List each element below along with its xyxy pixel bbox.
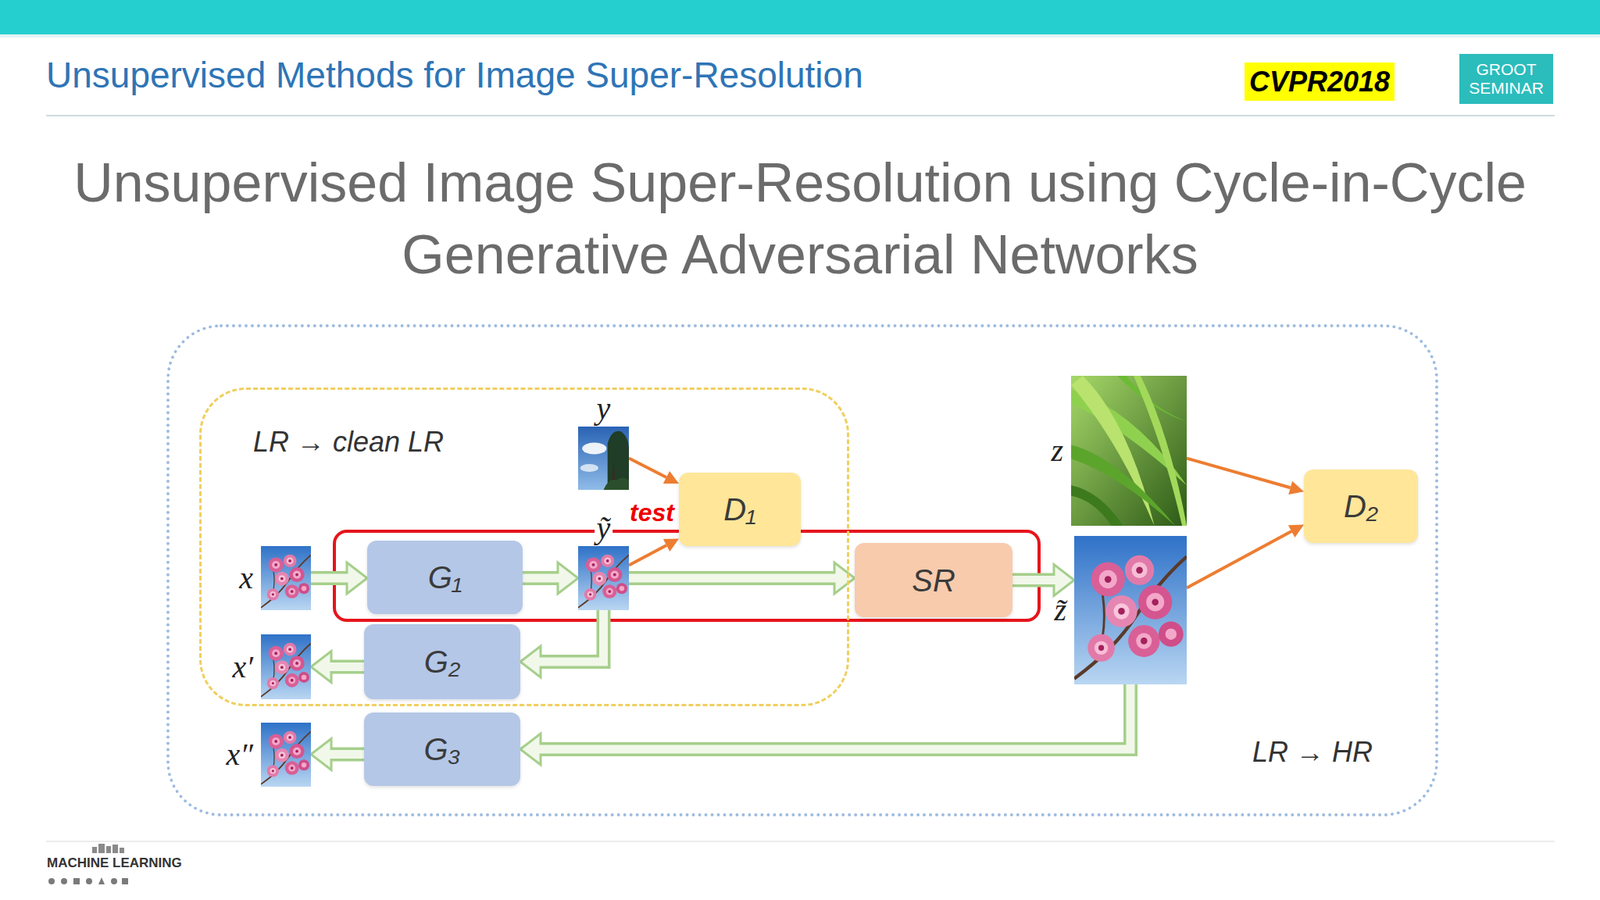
callout-label: test xyxy=(629,500,675,525)
thumbnail-art xyxy=(1074,535,1187,685)
flow-arrow xyxy=(520,684,1131,765)
variable-label: ỹ xyxy=(594,512,614,544)
arrow-shaft-inner xyxy=(538,684,1131,750)
arrow-shaft xyxy=(628,458,667,478)
arrow-head xyxy=(1288,481,1304,495)
top-bar-rule xyxy=(0,34,1600,38)
arrow-head xyxy=(1288,525,1304,538)
image-thumbnail: x′ xyxy=(260,634,311,700)
thumbnail-art xyxy=(578,426,629,490)
arrow-head xyxy=(557,562,579,594)
block-label: G₁ xyxy=(428,560,463,595)
block-label: D₂ xyxy=(1343,489,1379,524)
thumbnail-art xyxy=(260,722,311,787)
variable-label: x′ xyxy=(232,651,254,683)
arrow-shaft xyxy=(540,610,604,662)
arrow-shaft-inner xyxy=(538,610,604,662)
region-label: LR → HR xyxy=(1252,736,1373,768)
arrow-head xyxy=(1053,564,1075,597)
arrow-shaft-inner xyxy=(328,662,365,672)
flow-arrow xyxy=(628,562,855,594)
flow-arrow xyxy=(310,651,365,683)
arrow-shaft xyxy=(1186,458,1291,489)
image-thumbnail: ỹ xyxy=(578,546,629,611)
image-thumbnail: z̃ xyxy=(1074,535,1187,685)
generator-box: G₂ xyxy=(364,624,521,700)
arrow-head xyxy=(310,651,332,683)
header-rule xyxy=(46,114,1555,117)
image-thumbnail: x xyxy=(260,546,311,611)
arrow-shaft-inner xyxy=(310,574,350,583)
conference-tag: CVPR2018 xyxy=(1244,62,1395,101)
header-title: Unsupervised Methods for Image Super-Res… xyxy=(46,54,864,97)
arrow-shaft-inner xyxy=(522,574,561,583)
flow-arrow xyxy=(522,562,579,594)
block-label: D₁ xyxy=(723,492,757,527)
block-label: G₃ xyxy=(424,732,461,767)
variable-label: z xyxy=(1050,435,1064,467)
arrow-shaft xyxy=(540,684,1131,750)
arrow-head xyxy=(834,562,855,594)
variable-label: x xyxy=(239,562,254,594)
arrow-head xyxy=(346,562,368,594)
block-label: G₂ xyxy=(424,644,461,679)
variable-label: z̃ xyxy=(1053,594,1067,626)
flow-arrow xyxy=(310,739,365,771)
discriminator-box: D₂ xyxy=(1303,469,1418,543)
arrow-shaft-inner xyxy=(628,574,837,583)
thumbnail-picture xyxy=(578,426,629,490)
image-thumbnail: y xyxy=(578,426,629,490)
flow-arrow xyxy=(310,562,368,594)
discriminator-box: D₁ xyxy=(678,472,801,547)
thumbnail-picture xyxy=(578,546,629,611)
generator-box: G₁ xyxy=(367,540,523,615)
arrow-head xyxy=(663,471,679,484)
thumbnail-art xyxy=(1071,375,1187,526)
image-thumbnail: z xyxy=(1071,375,1187,526)
thumbnail-picture xyxy=(260,722,311,787)
region-label: LR → clean LR xyxy=(253,426,444,458)
footer-rule xyxy=(46,840,1555,843)
arrow-shaft-inner xyxy=(328,750,365,759)
sr-box: SR xyxy=(854,542,1013,618)
arrow-head xyxy=(520,733,541,765)
badge-label: GROOT SEMINAR xyxy=(1464,60,1549,98)
variable-label: x″ xyxy=(226,739,254,771)
stage-region: yD₁ x G₁ ỹ x′ G₂ LR → clean LR xyxy=(199,387,850,707)
arrow-head xyxy=(663,539,679,552)
arrow-head xyxy=(310,739,332,771)
arrow-shaft-inner xyxy=(1012,575,1057,585)
thumbnail-picture xyxy=(260,546,311,611)
thumbnail-picture xyxy=(260,634,311,700)
seminar-badge: GROOT SEMINAR xyxy=(1459,53,1554,104)
thumbnail-art xyxy=(260,546,311,611)
logo-icon-row xyxy=(48,877,129,885)
logo-text: MACHINE LEARNING xyxy=(46,856,183,872)
diagram-frame: yD₁ x G₁ ỹ x′ G₂ LR → clean LR zD₂ SR z̃ x″ G₃ LR → … xyxy=(166,324,1439,817)
image-thumbnail: x″ xyxy=(260,722,311,787)
thumbnail-art xyxy=(578,546,629,611)
arrow-shaft xyxy=(628,545,667,566)
block-label: SR xyxy=(911,563,956,598)
discriminator-arrow xyxy=(1186,525,1304,589)
logo-icon xyxy=(92,843,125,854)
flow-arrow xyxy=(520,610,604,678)
variable-label: y xyxy=(596,392,611,425)
thumbnail-picture xyxy=(1071,375,1187,526)
flow-arrow xyxy=(1012,564,1075,597)
top-bar xyxy=(0,0,1600,35)
generator-box: G₃ xyxy=(364,712,521,786)
thumbnail-picture xyxy=(1074,535,1187,685)
thumbnail-art xyxy=(260,634,311,700)
discriminator-arrow xyxy=(628,458,679,485)
discriminator-arrow xyxy=(628,539,679,566)
arrow-head xyxy=(520,646,541,678)
slide-title: Unsupervised Image Super-Resolution usin… xyxy=(57,146,1543,291)
discriminator-arrow xyxy=(1186,458,1304,495)
arrow-shaft xyxy=(1186,531,1292,588)
